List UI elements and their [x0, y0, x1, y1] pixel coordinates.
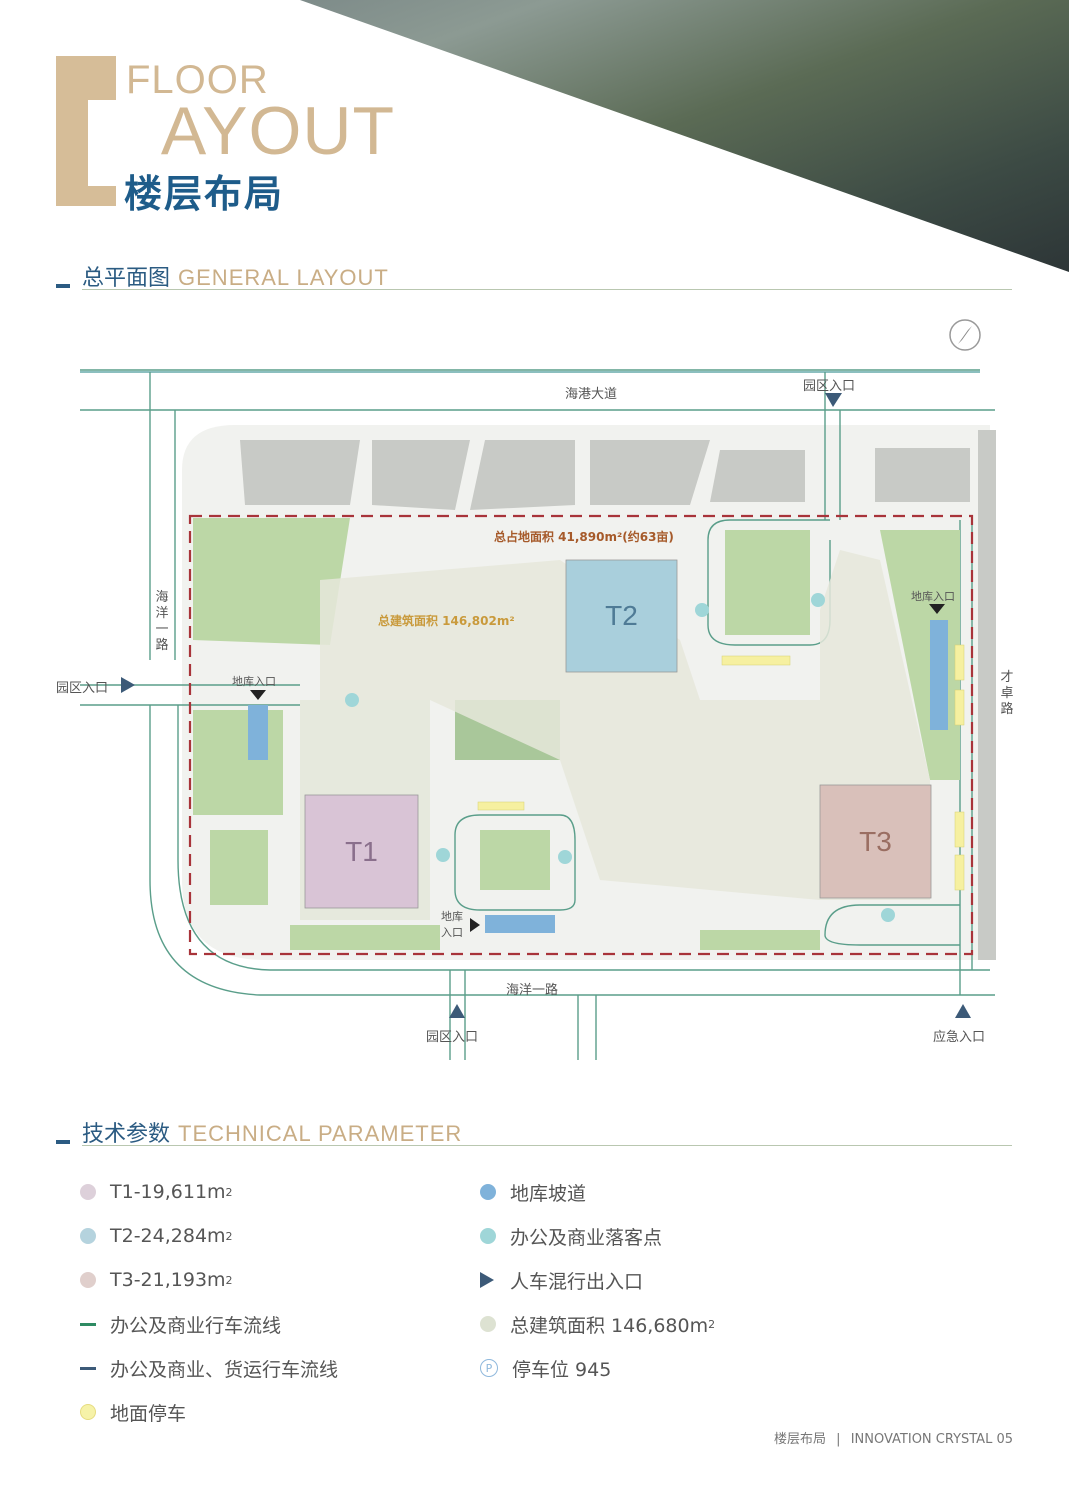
legend-freight-traffic: 办公及商业、货运行车流线 [80, 1354, 338, 1382]
dot-icon [80, 1272, 96, 1288]
legend-text: 总建筑面积 146,680m [510, 1314, 709, 1337]
building-t1-label: T1 [345, 835, 378, 867]
legend-mixed-entrance: 人车混行出入口 [480, 1266, 715, 1294]
entrance-arrows [121, 393, 971, 1018]
legend-sup: 2 [225, 1185, 233, 1199]
site-plan-map [80, 319, 996, 1060]
building-t3-label: T3 [859, 825, 892, 857]
parking-icon: P [480, 1359, 498, 1377]
legend-text: 办公及商业、货运行车流线 [110, 1358, 339, 1381]
road-label-left: 海洋一路 [155, 590, 169, 653]
dot-icon [480, 1228, 496, 1244]
section-title-cn: 技术参数 [82, 1122, 171, 1147]
footer-separator: | [836, 1432, 841, 1447]
legend-text: 办公及商业行车流线 [110, 1314, 282, 1337]
road-label-top: 海港大道 [565, 387, 618, 402]
garage-entrance-right: 地库入口 [911, 590, 955, 603]
garage-entrance-left: 地库入口 [232, 675, 276, 688]
garage-entrance-bottom: 地库入口 [441, 910, 463, 939]
legend-text: T3-21,193m [110, 1269, 226, 1291]
legend-ramp: 地库坡道 [480, 1178, 715, 1206]
title-floor: FLOOR [126, 58, 269, 102]
legend-sup: 2 [225, 1229, 233, 1243]
legend-text: 停车位 945 [512, 1358, 612, 1381]
section-marker [56, 1140, 70, 1144]
section-title-general: 总平面图 GENERAL LAYOUT [82, 260, 389, 292]
entrance-bottom: 园区入口 [426, 1030, 479, 1045]
legend-text: 地面停车 [110, 1402, 187, 1425]
section-divider [82, 289, 1012, 290]
road-label-bottom: 海洋一路 [506, 983, 559, 998]
line-icon [80, 1322, 96, 1326]
building-t2-label: T2 [605, 600, 638, 631]
section-title-cn: 总平面图 [82, 266, 171, 291]
building-footprint [320, 550, 930, 900]
legend-text: 办公及商业落客点 [510, 1226, 663, 1249]
tree-blocks [240, 430, 996, 960]
compass-icon [949, 319, 981, 351]
section-title-technical: 技术参数 TECHNICAL PARAMETER [82, 1116, 462, 1148]
dot-icon [80, 1184, 96, 1200]
garage-ramps [248, 620, 948, 933]
section-title-en: GENERAL LAYOUT [178, 265, 389, 290]
dot-icon [480, 1184, 496, 1200]
entrance-top: 园区入口 [803, 379, 856, 394]
legend-sup: 2 [225, 1273, 233, 1287]
footer: 楼层布局 | INNOVATION CRYSTAL 05 [774, 1428, 1013, 1447]
entrance-left: 园区入口 [56, 681, 109, 696]
dot-icon [80, 1404, 96, 1420]
section-marker [56, 284, 70, 288]
legend-text: 地库坡道 [510, 1182, 587, 1205]
legend-sup: 2 [708, 1317, 716, 1331]
dot-icon [480, 1316, 496, 1332]
footer-section: 楼层布局 [774, 1432, 827, 1447]
dot-icon [80, 1228, 96, 1244]
line-icon [80, 1366, 96, 1370]
road-label-right: 才卓路 [1000, 670, 1014, 717]
surface-parking [477, 644, 965, 891]
footer-brand: INNOVATION CRYSTAL 05 [850, 1432, 1013, 1447]
site-area-label: 总占地面积 41,890m²(约63亩) [494, 530, 674, 544]
legend-text: T1-19,611m [110, 1181, 226, 1203]
legend-surface-parking: 地面停车 [80, 1398, 338, 1426]
legend-text: T2-24,284m [110, 1225, 226, 1247]
building-t1 [304, 794, 419, 909]
section-title-en: TECHNICAL PARAMETER [178, 1121, 463, 1146]
drop-off-points [345, 593, 895, 922]
building-t2 [565, 559, 678, 673]
gross-area-label: 总建筑面积 146,802m² [378, 614, 515, 628]
legend-office-traffic: 办公及商业行车流线 [80, 1310, 338, 1338]
logo-l-stem [72, 100, 88, 186]
entrance-emergency: 应急入口 [933, 1030, 986, 1045]
title-cn: 楼层布局 [124, 172, 285, 216]
triangle-icon [480, 1272, 494, 1288]
legend-text: 人车混行出入口 [510, 1270, 644, 1293]
section-divider [82, 1145, 1012, 1146]
title-layout-text: AYOUT [160, 93, 396, 169]
title-layout: LAYOUT [122, 92, 395, 170]
site-boundary [188, 514, 974, 956]
building-t3 [819, 784, 932, 899]
legend-drop-off: 办公及商业落客点 [480, 1222, 715, 1250]
legend-parking-spaces: P 停车位 945 [480, 1354, 715, 1382]
